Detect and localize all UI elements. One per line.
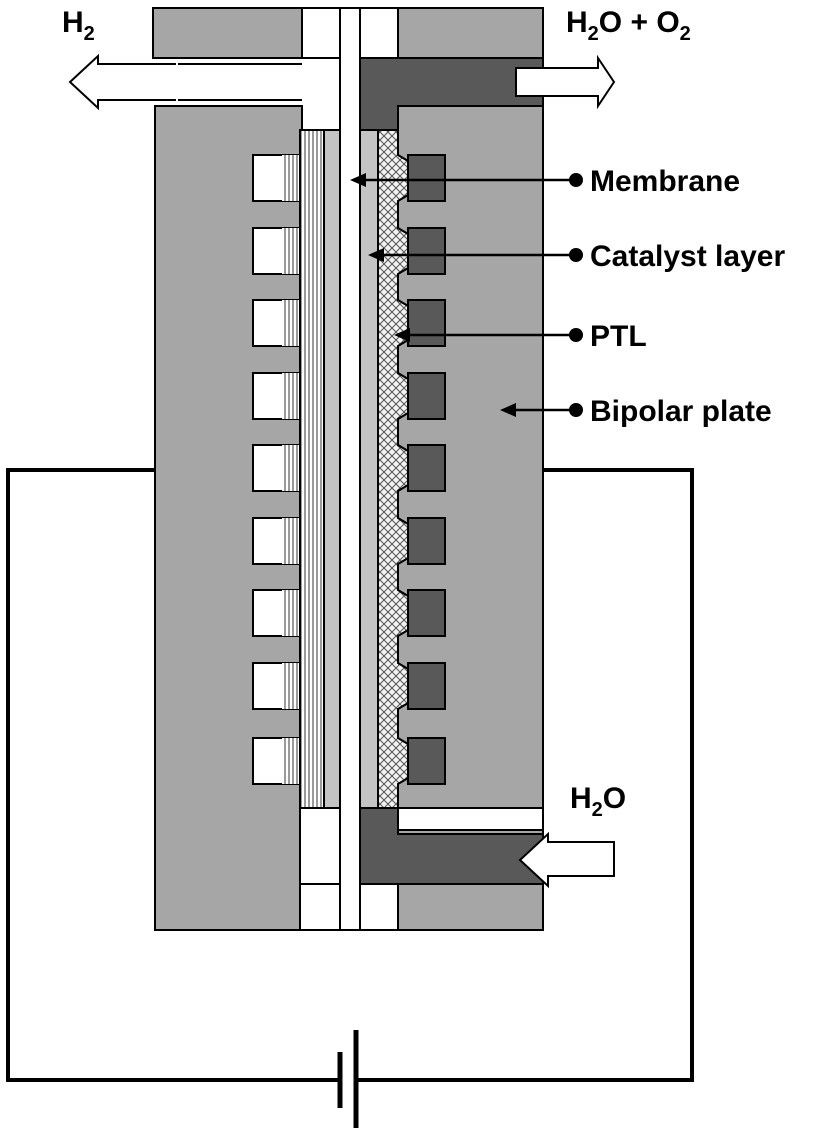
cathode-gas-diffusion-layer [299, 129, 325, 809]
cathode-channel-gdl-edge [282, 300, 300, 346]
ptl [377, 129, 409, 809]
cathode-catalyst-layer [323, 129, 341, 809]
anode-channel [407, 517, 446, 565]
label-bipolar-plate: Bipolar plate [590, 395, 772, 428]
cathode-channel-gdl-edge [282, 663, 300, 709]
h2-out-label: H2 [62, 6, 95, 45]
anode-channel [407, 227, 446, 275]
anode-channel [407, 589, 446, 637]
label-ptl: PTL [590, 320, 647, 353]
cathode-channel-gdl-edge [282, 155, 300, 201]
water-in-label: H2O [570, 782, 626, 821]
anode-channel [407, 737, 446, 785]
anode-flow-channels [407, 154, 446, 785]
anode-channel [407, 154, 446, 202]
top-manifold [301, 7, 399, 59]
cathode-channel-gdl-edge [282, 518, 300, 564]
cathode-channel-gdl-edge [282, 228, 300, 274]
cathode-channel-gdl-edge [282, 445, 300, 491]
anode-out-label: H2O + O2 [566, 6, 691, 45]
membrane [339, 7, 361, 931]
anode-catalyst-layer [359, 129, 379, 809]
callout-bipolar-plate: Bipolar plate [500, 395, 772, 428]
callout-ptl: PTL [394, 320, 647, 353]
anode-channel [407, 299, 446, 347]
battery-icon [337, 1030, 359, 1128]
anode-channel [407, 662, 446, 710]
anode-inlet-channel [359, 807, 544, 885]
bottom-manifold [299, 807, 399, 931]
anode-channel [407, 444, 446, 492]
h2-outlet-arrow [68, 53, 306, 111]
cathode-channel-gdl-edge [282, 373, 300, 419]
label-catalyst-layer: Catalyst layer [590, 240, 785, 273]
callout-catalyst-layer: Catalyst layer [368, 240, 785, 273]
cathode-channel-gdl-edge [282, 590, 300, 636]
callout-membrane: Membrane [350, 165, 740, 198]
cathode-flow-channels [252, 154, 301, 785]
anode-channel [407, 372, 446, 420]
cathode-channel-gdl-edge [282, 738, 300, 784]
water-inlet-arrow [518, 831, 615, 889]
anode-outlet-arrow [515, 54, 616, 110]
label-membrane: Membrane [590, 165, 740, 198]
external-circuit [6, 468, 694, 1082]
